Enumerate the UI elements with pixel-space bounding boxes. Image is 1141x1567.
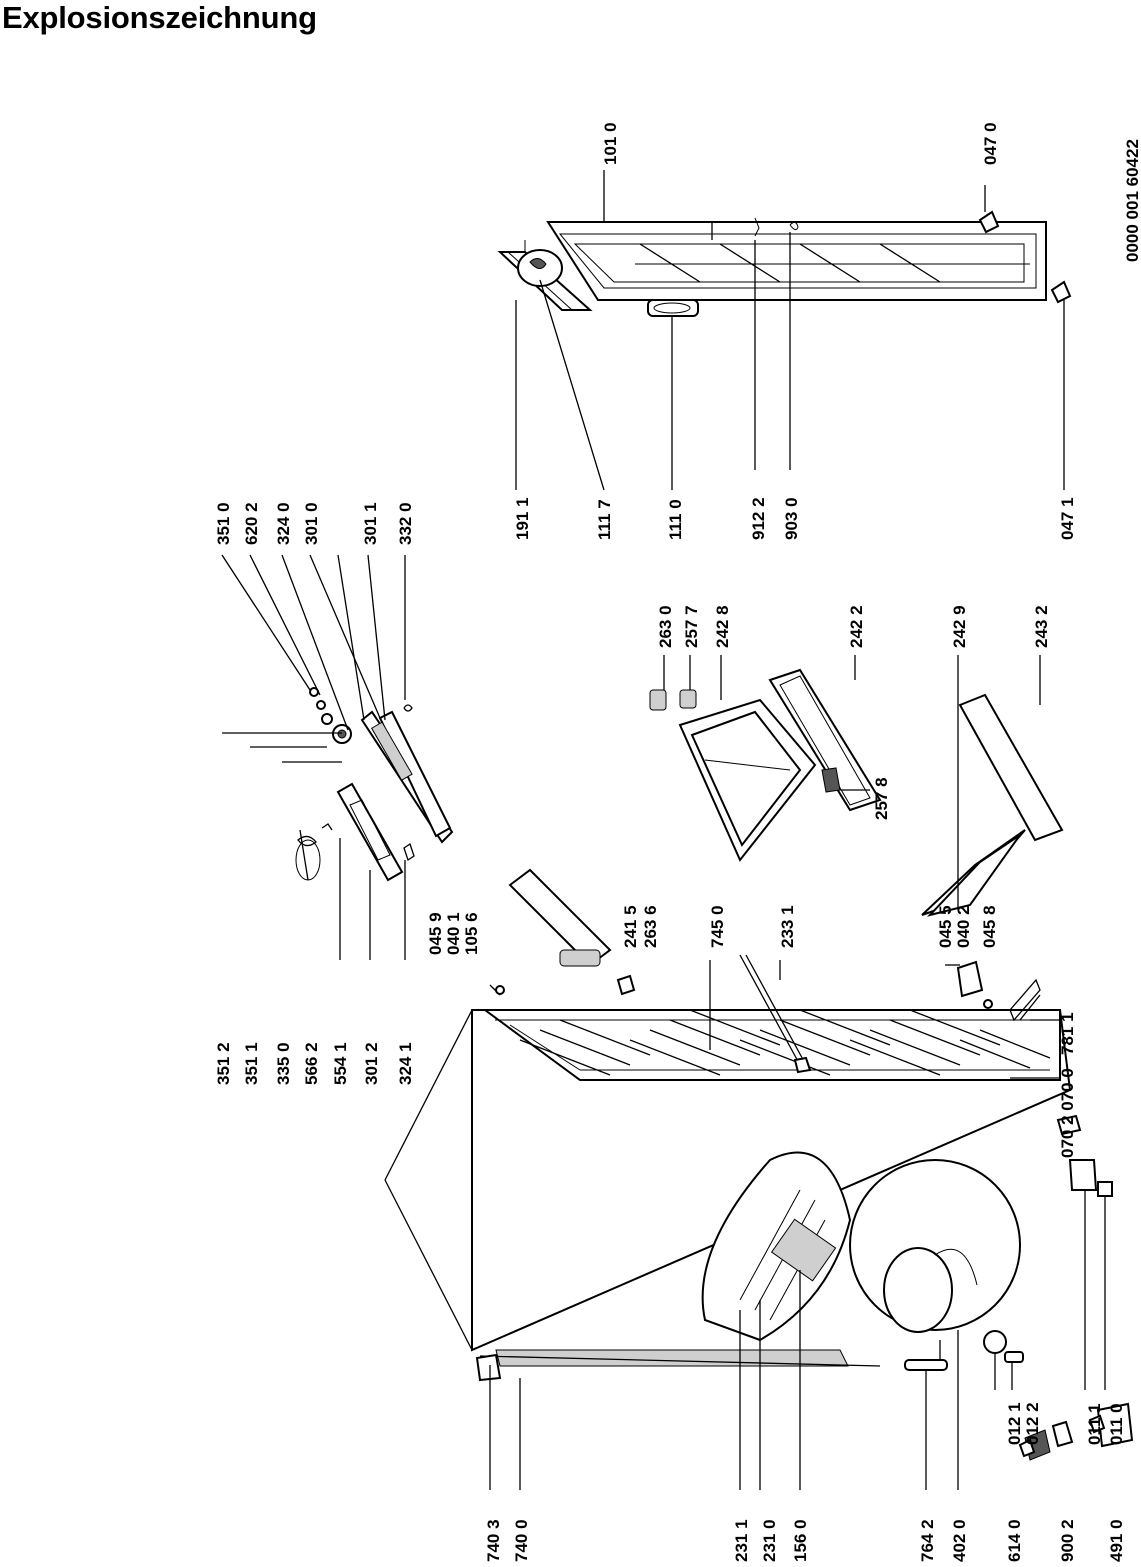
label-301-0: 301 0 <box>302 502 321 545</box>
label-351-2: 351 2 <box>214 1042 233 1085</box>
label-242-9: 242 9 <box>950 605 969 648</box>
label-047-0: 047 0 <box>981 122 1000 165</box>
label-243-2: 243 2 <box>1032 605 1051 648</box>
hinge-011 <box>1068 1159 1113 1197</box>
label-745-0: 745 0 <box>708 905 727 948</box>
label-566-2: 566 2 <box>302 1042 321 1085</box>
evaporator-shelves <box>519 1009 1051 1076</box>
drain-tube <box>904 1340 948 1371</box>
door-assembly <box>546 221 1047 301</box>
label-740-3: 740 3 <box>484 1519 503 1562</box>
label-912-2: 912 2 <box>749 497 768 540</box>
label-040-1: 040 1 <box>444 912 463 955</box>
label-764-2: 764 2 <box>918 1519 937 1562</box>
label-324-1: 324 1 <box>396 1042 415 1085</box>
hinge-040-2 <box>945 960 993 1009</box>
doc-number: 0000 001 60422 <box>1123 139 1141 262</box>
label-554-1: 554 1 <box>331 1042 350 1085</box>
label-781-1: 781 1 <box>1058 1012 1077 1055</box>
basket-241-5 <box>508 868 612 967</box>
basket-242-8 <box>649 689 817 862</box>
label-111-7: 111 7 <box>595 499 614 540</box>
label-301-1: 301 1 <box>361 502 380 545</box>
label-231-0: 231 0 <box>760 1519 779 1562</box>
label-263-0: 263 0 <box>656 605 675 648</box>
label-111-0: 111 0 <box>666 499 685 540</box>
top-cover-740-3 <box>475 1353 502 1382</box>
label-332-0: 332 0 <box>396 502 415 545</box>
label-620-2: 620 2 <box>242 502 261 545</box>
part-491-0 <box>1088 1402 1134 1448</box>
label-231-1: 231 1 <box>732 1519 751 1562</box>
label-070-2-070-0: 070 2 070 0 <box>1058 1068 1077 1158</box>
label-047-1: 047 1 <box>1058 497 1077 540</box>
label-740-0: 740 0 <box>512 1519 531 1562</box>
label-156-0: 156 0 <box>791 1519 810 1562</box>
label-242-8: 242 8 <box>713 605 732 648</box>
label-242-2: 242 2 <box>847 605 866 648</box>
label-012-2: 012 2 <box>1023 1402 1042 1445</box>
logo-badge <box>517 249 563 287</box>
label-045-5: 045 5 <box>936 905 955 948</box>
door-small-parts <box>711 210 1072 304</box>
compressor-circle <box>849 1159 1024 1363</box>
part-labels: 101 0 047 0 191 1 111 7 111 0 912 2 903 … <box>214 122 1141 1562</box>
control-housing <box>336 782 404 882</box>
thermostat-knob <box>309 687 352 744</box>
label-903-0: 903 0 <box>782 497 801 540</box>
label-101-0: 101 0 <box>601 122 620 165</box>
lid-243-2 <box>958 693 1064 842</box>
label-257-8: 257 8 <box>872 777 891 820</box>
label-351-1: 351 1 <box>242 1042 261 1085</box>
label-614-0: 614 0 <box>1005 1519 1024 1562</box>
label-402-0: 402 0 <box>950 1519 969 1562</box>
small-clip <box>321 704 415 862</box>
side-rail <box>479 1349 881 1367</box>
label-263-6: 263 6 <box>641 905 660 948</box>
label-011-1: 011 1 <box>1085 1403 1104 1445</box>
label-335-0: 335 0 <box>274 1042 293 1085</box>
label-011-0: 011 0 <box>1107 1403 1126 1445</box>
door-handle <box>647 299 699 317</box>
label-040-2: 040 2 <box>954 905 973 948</box>
label-191-1: 191 1 <box>513 497 532 540</box>
condenser-panel <box>701 1151 852 1342</box>
shelf-rod-233-1 <box>739 954 812 1074</box>
label-233-1: 233 1 <box>778 905 797 948</box>
screw-045-9 <box>489 984 505 996</box>
label-241-5: 241 5 <box>621 905 640 948</box>
pin-263-6 <box>616 974 636 996</box>
control-panel-bar <box>360 710 454 844</box>
frame-bracket-781 <box>1009 978 1041 1022</box>
label-045-8: 045 8 <box>980 905 999 948</box>
label-491-0: 491 0 <box>1107 1519 1126 1562</box>
part-614-0 <box>1018 1429 1051 1461</box>
label-105-6: 105 6 <box>462 912 481 955</box>
basket-242-9 <box>921 829 1026 917</box>
page-title: Explosionszeichnung <box>2 0 317 35</box>
label-351-0: 351 0 <box>214 502 233 545</box>
label-900-2: 900 2 <box>1058 1519 1077 1562</box>
lid-242-2 <box>768 668 882 812</box>
label-045-9: 045 9 <box>426 912 445 955</box>
spring-part <box>295 829 321 881</box>
label-257-7: 257 7 <box>682 605 701 648</box>
label-012-1: 012 1 <box>1005 1402 1024 1445</box>
bracket-070 <box>1056 1114 1082 1136</box>
part-900-2 <box>1051 1420 1074 1448</box>
label-301-2: 301 2 <box>362 1042 381 1085</box>
label-324-0: 324 0 <box>274 502 293 545</box>
